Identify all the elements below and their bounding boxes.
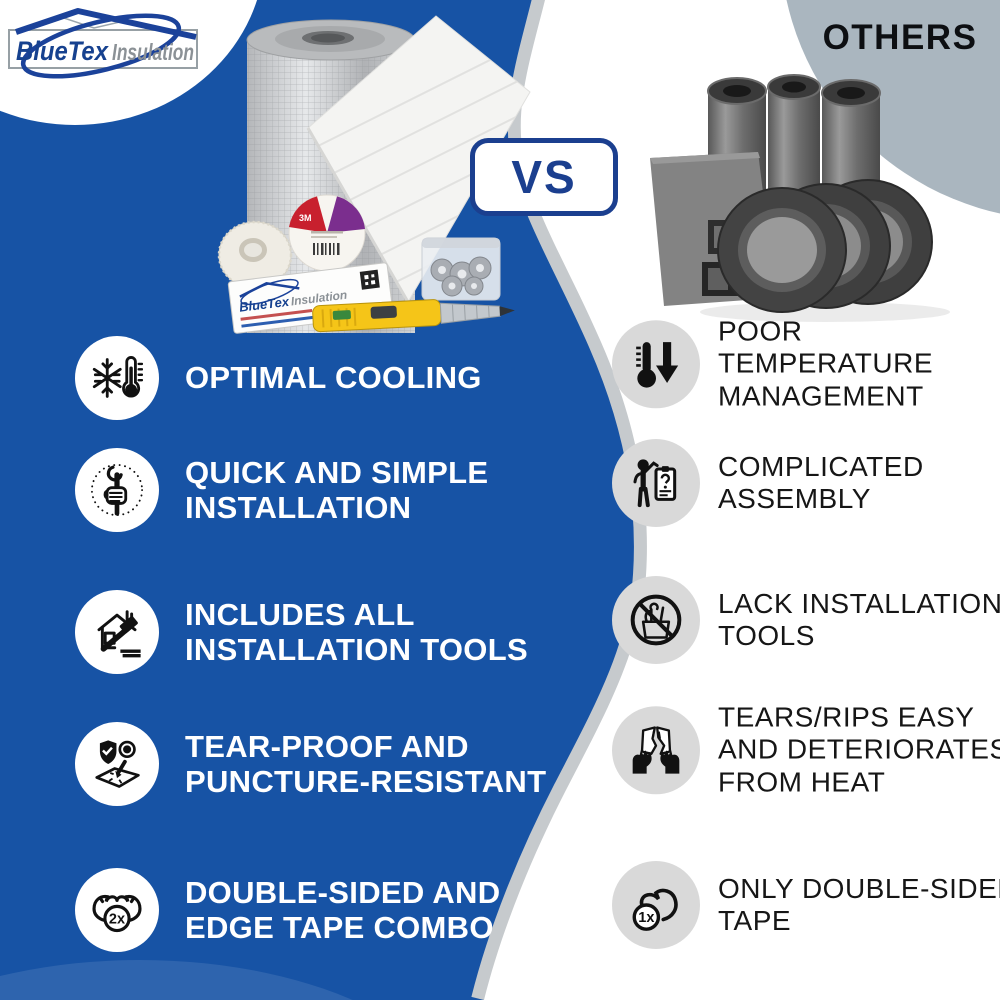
feature-label: COMPLICATED ASSEMBLY bbox=[718, 450, 924, 514]
logo-text-insulation: Insulation bbox=[112, 39, 194, 65]
logo-roof-icon bbox=[15, 8, 197, 40]
others-feature-poor-temperature: POOR TEMPERATURE MANAGEMENT bbox=[612, 315, 1000, 412]
hand-wrench-icon bbox=[75, 448, 159, 532]
brand-feature-tape-combo: 2x DOUBLE-SIDED AND EDGE TAPE COMBO bbox=[75, 868, 555, 952]
single-bicep-icon: 1x bbox=[612, 861, 700, 949]
bluetex-logo: BlueTex Insulation bbox=[8, 8, 198, 79]
others-feature-only-double-sided: 1x ONLY DOUBLE-SIDED TAPE bbox=[612, 861, 1000, 949]
torn-sheet-icon bbox=[612, 706, 700, 794]
house-hammer-icon bbox=[75, 590, 159, 674]
feature-label: ONLY DOUBLE-SIDED TAPE bbox=[718, 872, 1000, 936]
logo-box bbox=[8, 29, 198, 69]
logo-swoosh bbox=[20, 13, 182, 79]
brand-product-photo: 3M bbox=[217, 15, 531, 334]
thermometer-down-icon bbox=[612, 320, 700, 408]
feature-label: QUICK AND SIMPLE INSTALLATION bbox=[185, 454, 489, 525]
feature-label: DOUBLE-SIDED AND EDGE TAPE COMBO bbox=[185, 874, 501, 945]
others-feature-complicated-assembly: COMPLICATED ASSEMBLY bbox=[612, 439, 1000, 527]
double-bicep-icon: 2x bbox=[75, 868, 159, 952]
confused-person-clipboard-icon bbox=[612, 439, 700, 527]
tape-count-badge: 2x bbox=[109, 911, 125, 927]
vs-badge: VS bbox=[470, 138, 618, 216]
tape-count-badge: 1x bbox=[638, 910, 654, 926]
tape-brand-label: 3M bbox=[299, 213, 312, 223]
others-product-photo bbox=[650, 74, 950, 322]
hammer bbox=[100, 616, 138, 652]
feature-label: INCLUDES ALL INSTALLATION TOOLS bbox=[185, 596, 528, 667]
3m-tape-roll: 3M bbox=[288, 194, 366, 272]
washers-bag bbox=[421, 237, 501, 301]
brand-feature-optimal-cooling: OPTIMAL COOLING bbox=[75, 336, 555, 420]
others-tape-coils bbox=[717, 179, 933, 313]
brand-feature-tear-proof: TEAR-PROOF AND PUNCTURE-RESISTANT bbox=[75, 722, 555, 806]
others-feature-lack-tools: LACK INSTALLATION TOOLS bbox=[612, 576, 1000, 664]
utility-knife bbox=[312, 299, 515, 333]
brand-feature-quick-install: QUICK AND SIMPLE INSTALLATION bbox=[75, 448, 555, 532]
shield-nut-puncture-icon bbox=[75, 722, 159, 806]
tape-barcode bbox=[313, 243, 340, 255]
feature-label: TEAR-PROOF AND PUNCTURE-RESISTANT bbox=[185, 728, 547, 799]
others-title: OTHERS bbox=[822, 18, 978, 57]
white-tape-roll bbox=[217, 220, 293, 290]
others-feature-tears-easy: TEARS/RIPS EASY AND DETERIORATES FROM HE… bbox=[612, 701, 1000, 798]
no-toolbox-icon bbox=[612, 576, 700, 664]
vs-badge-label: VS bbox=[511, 151, 577, 203]
card-text-bluetex: BlueTex bbox=[238, 294, 290, 315]
feature-label: OPTIMAL COOLING bbox=[185, 360, 482, 396]
feature-label: POOR TEMPERATURE MANAGEMENT bbox=[718, 315, 933, 412]
feature-label: LACK INSTALLATION TOOLS bbox=[718, 587, 1000, 651]
feature-label: TEARS/RIPS EASY AND DETERIORATES FROM HE… bbox=[718, 701, 1000, 798]
card-text-insulation: Insulation bbox=[290, 288, 348, 309]
card-qr-code bbox=[359, 269, 380, 290]
brand-feature-includes-tools: INCLUDES ALL INSTALLATION TOOLS bbox=[75, 590, 555, 674]
snowflake-thermometer-icon bbox=[75, 336, 159, 420]
logo-text-bluetex: BlueTex bbox=[16, 36, 109, 66]
